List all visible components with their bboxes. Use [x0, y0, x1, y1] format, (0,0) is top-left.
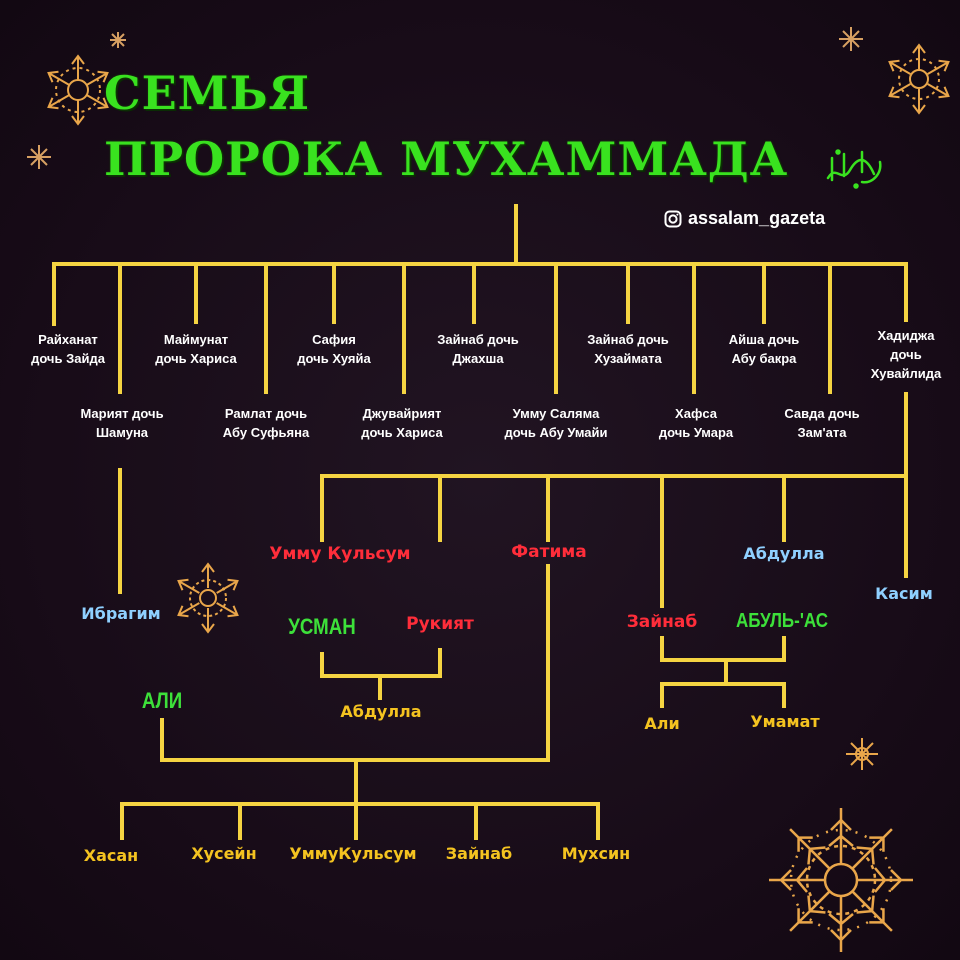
wife-lineage: Абу бакра: [731, 351, 797, 366]
wife-lineage: дочь Хариса: [361, 425, 443, 440]
wife-zainab-jahsh: Зайнаб дочь Джахша: [422, 330, 534, 368]
child-rukiyat: Рукият: [406, 614, 474, 634]
grandchild-umamat: Умамат: [750, 712, 820, 731]
arabic-calligraphy-icon: [826, 149, 882, 189]
ornament-snowflake-icon: [885, 44, 953, 114]
wife-name: Рамлат дочь: [224, 406, 308, 421]
child-fatima: Фатима: [511, 542, 587, 562]
wife-name: Савда дочь: [784, 406, 860, 421]
spouse-usman: УСМАН: [288, 614, 356, 639]
wife-lineage: дочь Абу Умайи: [504, 425, 608, 440]
wife-lineage: Хузаймата: [594, 351, 662, 366]
wife-lineage: дочь Хариса: [155, 351, 237, 366]
title-line-2: ПРОРОКА МУХАММАДА: [104, 132, 789, 186]
wife-name: Зайнаб дочь: [437, 332, 519, 347]
wife-savda: Савда дочь Зам'ата: [770, 404, 874, 442]
title-line-1: СЕМЬЯ: [104, 66, 311, 120]
wife-juwairiyat: Джувайрият дочь Хариса: [342, 404, 462, 442]
ornament-small-icon: [846, 738, 878, 770]
child-kasim: Касим: [875, 584, 933, 603]
grandchild-hasan: Хасан: [83, 846, 139, 865]
grandchild-ali: Али: [644, 714, 680, 733]
instagram-handle: assalam_gazeta: [688, 208, 826, 228]
wife-lineage: Шамуна: [95, 425, 149, 440]
wife-lineage: дочь Хуяйа: [297, 351, 371, 366]
wife-lineage: дочь: [890, 347, 922, 362]
wife-lineage: дочь Зайда: [31, 351, 105, 366]
wife-name: Джувайрият: [362, 406, 442, 421]
grandchild-abdulla: Абдулла: [340, 702, 422, 721]
grandchild-zainab: Зайнаб: [445, 844, 513, 863]
wife-aisha: Айша дочь Абу бакра: [712, 330, 816, 368]
child-abdulla: Абдулла: [743, 544, 825, 563]
grandchild-ummukulsum: УммуКульсум: [289, 844, 417, 863]
instagram-icon: [664, 210, 682, 228]
ornament-snowflake-icon: [44, 54, 112, 125]
ornament-large-snowflake-icon: [767, 808, 915, 954]
wife-name: Райханат: [38, 332, 98, 347]
wife-ramlat: Рамлат дочь Абу Суфьяна: [206, 404, 326, 442]
ornament-small-icon: [110, 32, 126, 48]
wife-safiya: Сафия дочь Хуяйа: [282, 330, 386, 368]
wife-name: Хафса: [675, 406, 717, 421]
wife-name: Умму Саляма: [512, 406, 600, 421]
ornament-snowflake-icon: [174, 563, 242, 633]
wife-lineage: Хувайлида: [870, 366, 942, 381]
wife-name: Айша дочь: [728, 332, 800, 347]
wife-mariyat: Марият дочь Шамуна: [64, 404, 180, 442]
wife-ummu-salama: Умму Саляма дочь Абу Умайи: [484, 404, 628, 442]
wife-lineage: дочь Умара: [658, 425, 734, 440]
wife-maimunat: Маймунат дочь Хариса: [140, 330, 252, 368]
child-zainab: Зайнаб: [626, 612, 698, 632]
wife-lineage: Зам'ата: [797, 425, 847, 440]
child-ummu-kulsum: Умму Кульсум: [269, 544, 411, 564]
child-ibragim: Ибрагим: [81, 604, 161, 623]
wife-hafsa: Хафса дочь Умара: [642, 404, 750, 442]
spouse-ali: АЛИ: [141, 688, 183, 713]
wife-name: Маймунат: [163, 332, 229, 347]
wife-zainab-khuzaima: Зайнаб дочь Хузаймата: [570, 330, 686, 368]
grandchild-husein: Хусейн: [191, 844, 257, 863]
wife-name: Зайнаб дочь: [587, 332, 669, 347]
grandchild-muhsin: Мухсин: [561, 844, 631, 863]
wife-raihanat: Райханат дочь Зайда: [16, 330, 120, 368]
wife-name: Хадиджа: [877, 328, 935, 343]
wife-lineage: Джахша: [452, 351, 504, 366]
ornament-small-icon: [839, 27, 863, 51]
wife-khadija: Хадиджа дочь Хувайлида: [856, 326, 956, 383]
wife-name: Сафия: [312, 332, 356, 347]
wife-lineage: Абу Суфьяна: [222, 425, 310, 440]
ornament-small-icon: [27, 145, 51, 169]
spouse-abul-as: АБУЛЬ-'АС: [736, 610, 828, 632]
wife-name: Марият дочь: [80, 406, 164, 421]
